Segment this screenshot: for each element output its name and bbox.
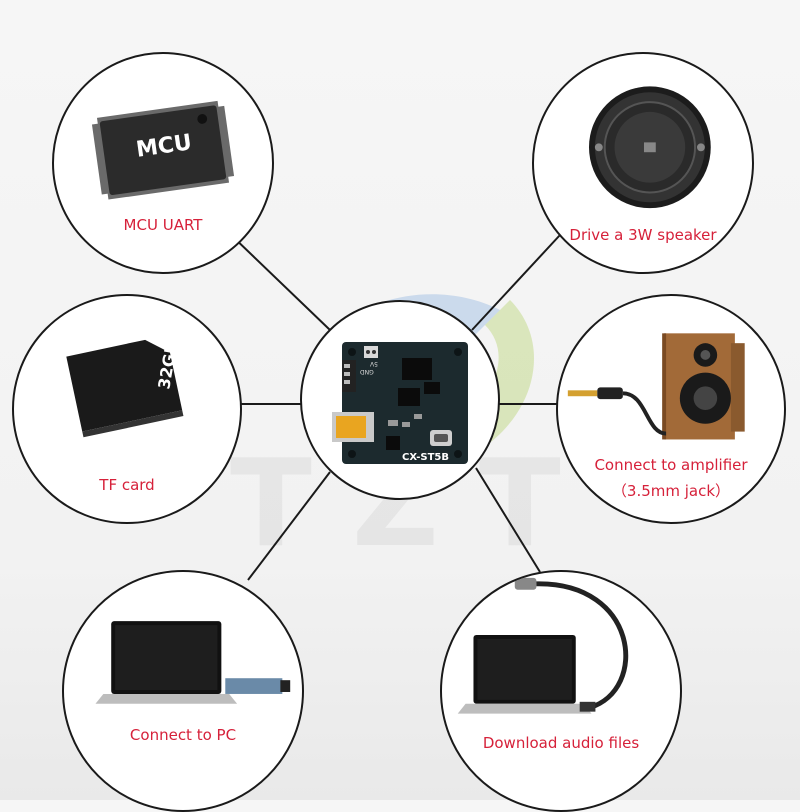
board-model-label: CX-ST5B <box>402 452 449 463</box>
amplifier-jack-label: （3.5mm jack） <box>611 482 731 500</box>
pcb-silk-5v: 5V <box>370 360 378 367</box>
tf-card-label: TF card <box>99 476 155 494</box>
tf-card-icon <box>66 339 184 438</box>
pcb-board-image <box>332 342 468 464</box>
node-pc: Connect to PC <box>62 570 304 812</box>
speaker-label: Drive a 3W speaker <box>569 226 717 244</box>
node-speaker: Drive a 3W speaker <box>532 52 754 274</box>
hub-module <box>300 300 500 500</box>
amplifier-label: Connect to amplifier <box>594 456 748 474</box>
download-audio-label: Download audio files <box>482 734 640 752</box>
node-tf-card: 32GB TF card <box>12 294 242 524</box>
node-download: Download audio files <box>440 570 682 812</box>
node-mcu: MCU MCU UART <box>52 52 274 274</box>
speaker-icon <box>588 86 711 209</box>
mcu-chip-icon <box>91 100 235 200</box>
connect-pc-label: Connect to PC <box>129 726 237 744</box>
mcu-uart-label: MCU UART <box>123 216 203 234</box>
laptop-usb-adapter-icon <box>95 621 291 704</box>
pcb-silk-gnd: GND <box>360 368 374 375</box>
amplifier-speaker-icon <box>567 333 745 440</box>
laptop-usb-c-cable-icon <box>457 577 629 714</box>
node-amplifier: Connect to amplifier （3.5mm jack） <box>556 294 786 524</box>
